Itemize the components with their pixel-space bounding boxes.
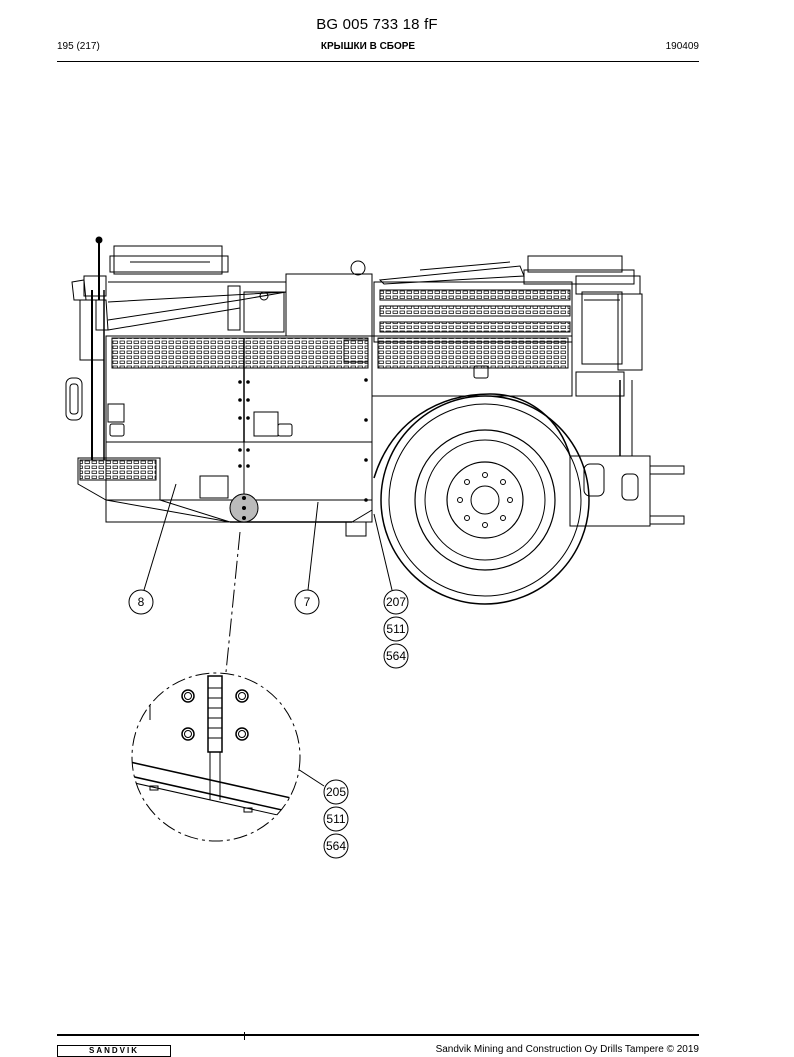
- callout-8: [128, 589, 154, 615]
- callout-564-lower-label: 564: [326, 839, 346, 853]
- callout-205-label: 205: [326, 785, 346, 799]
- footer-rule-tick: [244, 1032, 245, 1040]
- callout-511-lower-label: 511: [326, 812, 345, 826]
- footer-copyright: Sandvik Mining and Construction Oy Drill…: [435, 1044, 699, 1055]
- company-logo: SANDVIK: [57, 1045, 171, 1057]
- callout-564-upper: [383, 643, 409, 669]
- machine-body: [65, 236, 685, 537]
- callout-7-label: 7: [304, 595, 311, 609]
- wheel: [380, 395, 590, 605]
- callout-205: [323, 779, 349, 805]
- page-title: КРЫШКИ В СБОРЕ: [320, 41, 416, 52]
- callout-labels: 8 7 207 511 564 205 511 564: [138, 595, 407, 853]
- callout-511-upper: [383, 616, 409, 642]
- page-header: 195 (217) КРЫШКИ В СБОРЕ 190409: [57, 41, 699, 57]
- callout-564-lower: [323, 833, 349, 859]
- callout-8-label: 8: [138, 595, 145, 609]
- footer-rule: [57, 1032, 699, 1040]
- callout-207-label: 207: [386, 595, 406, 609]
- detail-view: [131, 672, 301, 842]
- document-date: 190409: [665, 41, 699, 52]
- callout-bubbles: [128, 589, 409, 859]
- callout-207: [383, 589, 409, 615]
- callout-511-upper-label: 511: [386, 622, 405, 636]
- page-number: 195 (217): [57, 41, 100, 52]
- callout-564-upper-label: 564: [386, 649, 406, 663]
- callout-511-lower: [323, 806, 349, 832]
- hinge-detail-marker: [229, 493, 259, 523]
- header-rule: [57, 61, 699, 62]
- callout-7: [294, 589, 320, 615]
- document-code: BG 005 733 18 fF: [316, 16, 438, 33]
